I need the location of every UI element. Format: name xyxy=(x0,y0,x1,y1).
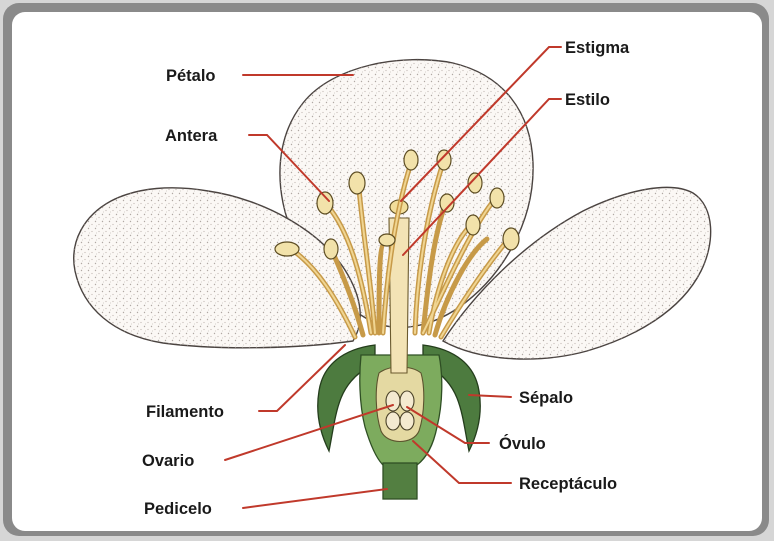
ovule xyxy=(386,391,400,411)
ovule xyxy=(386,412,400,430)
label-ovario: Ovario xyxy=(142,452,194,470)
anther xyxy=(379,234,395,246)
label-antera: Antera xyxy=(165,127,218,145)
label-petalo: Pétalo xyxy=(166,67,216,85)
anther xyxy=(503,228,519,250)
anther xyxy=(466,215,480,235)
anther xyxy=(324,239,338,259)
label-sepalo: Sépalo xyxy=(519,389,573,407)
leader-pedicelo xyxy=(243,489,387,508)
anther xyxy=(275,242,299,256)
label-ovulo: Óvulo xyxy=(499,434,546,453)
label-filamento: Filamento xyxy=(146,403,224,421)
figure-frame: Pétalo Antera Filamento Ovario Pedicelo … xyxy=(3,3,769,536)
pistil xyxy=(389,200,409,373)
label-pedicelo: Pedicelo xyxy=(144,500,212,518)
anther xyxy=(404,150,418,170)
anther xyxy=(349,172,365,194)
flower-diagram: Pétalo Antera Filamento Ovario Pedicelo … xyxy=(12,12,762,531)
receptacle-body xyxy=(360,355,442,499)
figure-panel: Pétalo Antera Filamento Ovario Pedicelo … xyxy=(12,12,762,531)
label-estilo: Estilo xyxy=(565,91,610,109)
label-receptaculo: Receptáculo xyxy=(519,475,617,493)
pedicel xyxy=(383,463,417,499)
anther xyxy=(490,188,504,208)
ovule xyxy=(400,412,414,430)
label-estigma: Estigma xyxy=(565,39,630,57)
